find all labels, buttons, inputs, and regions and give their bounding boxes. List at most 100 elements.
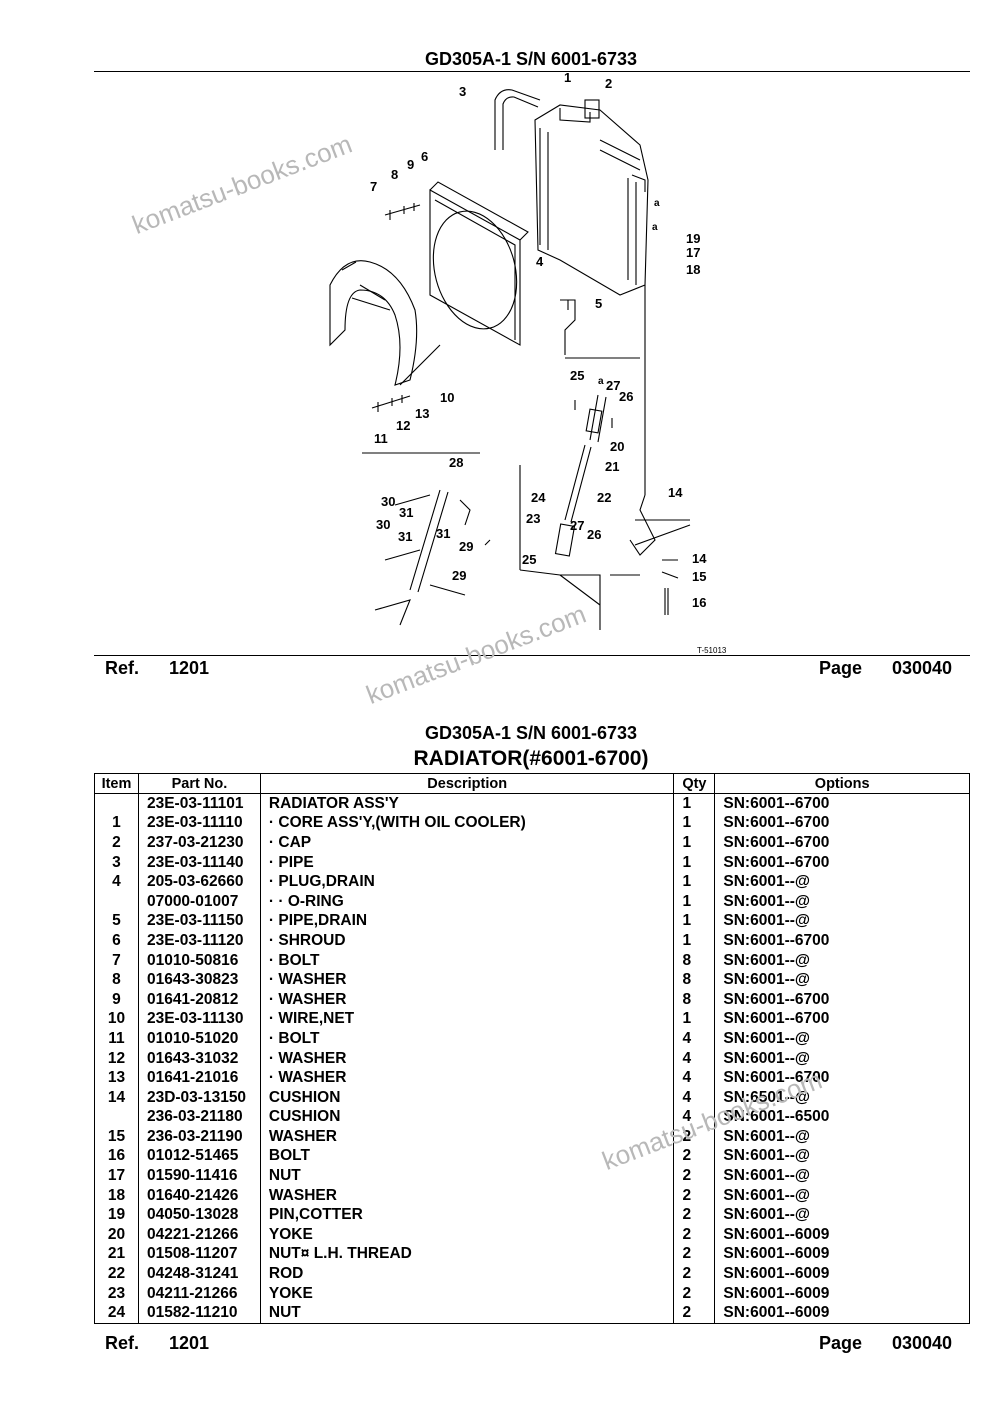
cell-qty: 4 [673,1107,716,1128]
cell-options: SN:6001--6700 [714,833,970,853]
cell-description: · · O-RING [259,891,675,912]
cell-description: WASHER [259,1127,675,1147]
cell-description: YOKE [259,1225,675,1245]
cell-options: SN:6001--@ [714,872,970,892]
cell-qty: 4 [673,1048,716,1069]
header-options: Options [714,773,970,794]
callout-28: 28 [449,455,464,470]
cell-options: SN:6001--@ [714,1185,970,1206]
cell-item: 24 [94,1303,139,1325]
cell-item [94,1107,139,1128]
cell-description: · BOLT [259,1029,675,1049]
cell-part-no: 07000-01007 [137,891,261,912]
cell-description: · PLUG,DRAIN [259,872,675,892]
top-ref-label: Ref. [105,658,140,678]
cell-qty: 1 [673,833,716,853]
top-footer-rule [94,655,970,656]
top-header-rule [94,71,970,72]
callout-15: 15 [692,569,707,584]
cell-item: 8 [94,970,139,990]
cell-item: 16 [94,1146,139,1167]
cell-item: 7 [94,950,139,971]
cell-part-no: 23E-03-11140 [137,852,261,873]
cell-options: SN:6001--@ [714,970,970,990]
cell-description: · WASHER [259,1068,675,1088]
cell-qty: 4 [673,1087,716,1108]
cell-description: BOLT [259,1146,675,1167]
cell-item: 4 [94,872,139,892]
cell-item: 6 [94,931,139,951]
cell-options: SN:6001--6009 [714,1264,970,1284]
cell-description: WASHER [259,1185,675,1206]
cell-item: 23 [94,1283,139,1304]
cell-description: · SHROUD [259,931,675,951]
callout-a-1: a [652,222,658,233]
callout-a-2: a [598,376,604,387]
callout-29b: 29 [452,568,467,583]
cell-options: SN:6001--6009 [714,1225,970,1245]
callout-24: 24 [531,490,546,505]
cell-options: SN:6501--@ [714,1087,970,1108]
cell-description: · PIPE [259,852,675,873]
callout-25b: 25 [522,552,537,567]
cell-part-no: 01508-11207 [137,1244,261,1265]
cell-item: 11 [94,1029,139,1049]
cell-item: 19 [94,1205,139,1226]
callout-31c: 31 [436,526,451,541]
cell-part-no: 01641-21016 [137,1068,261,1088]
cell-item: 17 [94,1166,139,1186]
cell-qty: 2 [673,1303,716,1325]
callout-19: 19 [686,231,701,246]
cell-item: 9 [94,989,139,1010]
cell-part-no: 04211-21266 [137,1283,261,1304]
exploded-parts-diagram [329,89,691,630]
cell-description: · CAP [259,833,675,853]
cell-description: · BOLT [259,950,675,971]
cell-description: · WASHER [259,989,675,1010]
callout-17: 17 [686,245,701,260]
cell-part-no: 01582-11210 [137,1303,261,1325]
callout-26b: 26 [587,527,602,542]
cell-item: 14 [94,1087,139,1108]
pipe-drawing [494,89,541,150]
callout-25: 25 [570,368,585,383]
callout-30: 30 [381,494,396,509]
bottom-page-value: 030040 [892,1333,953,1353]
cell-options: SN:6001--@ [714,950,970,971]
callout-a-3: a [654,198,660,209]
cell-qty: 1 [673,872,716,892]
cell-part-no: 04050-13028 [137,1205,261,1226]
callout-11: 11 [374,431,388,446]
bottom-ref-value: 1201 [169,1333,210,1353]
cell-description: · PIPE,DRAIN [259,911,675,932]
drawing-code: T-51013 [697,646,727,655]
cell-item [94,793,139,814]
cell-qty: 2 [673,1127,716,1147]
cell-qty: 4 [673,1029,716,1049]
cell-qty: 2 [673,1166,716,1186]
cell-options: SN:6001--6700 [714,813,970,834]
drain-pipe-drawing [560,299,576,355]
diagram-page-title: GD305A-1 S/N 6001-6733 [424,49,638,69]
cell-part-no: 04248-31241 [137,1264,261,1284]
cell-description: CUSHION [259,1087,675,1108]
cell-description: · CORE ASS'Y,(WITH OIL COOLER) [259,813,675,834]
cell-part-no: 205-03-62660 [137,872,261,892]
cell-description: PIN,COTTER [259,1205,675,1226]
cell-description: · WIRE,NET [259,1009,675,1030]
callout-5: 5 [595,296,603,311]
